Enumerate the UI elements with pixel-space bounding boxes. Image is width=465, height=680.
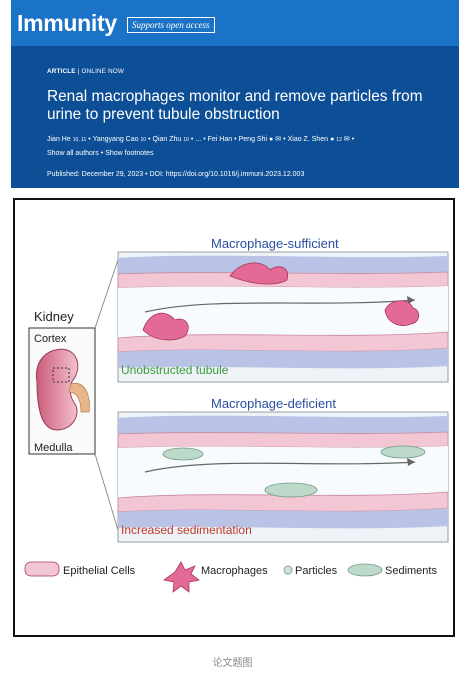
figure-legend: Epithelial Cells Macrophages Particles S… — [24, 561, 437, 593]
sediment — [380, 445, 426, 459]
author-name[interactable]: Jian He — [47, 136, 71, 143]
zoom-line — [94, 259, 119, 329]
figure-caption: 论文题图 — [212, 658, 253, 669]
person-icon[interactable]: ● — [330, 136, 335, 143]
arrow-head — [407, 458, 415, 466]
legend-macrophages: Macrophages — [201, 565, 268, 577]
arrow-head — [407, 296, 415, 304]
basement-membrane — [118, 255, 448, 274]
open-access-badge[interactable]: Supports open access — [127, 17, 215, 33]
sediment — [264, 482, 318, 498]
sediment — [162, 447, 204, 461]
graphical-abstract: Kidney Cortex Medulla Macrophage-suffici… — [13, 198, 455, 637]
published-date: Published: December 29, 2023 — [47, 171, 144, 178]
publication-info: Published: December 29, 2023 • DOI: http… — [47, 171, 305, 178]
article-title: Renal macrophages monitor and remove par… — [47, 88, 423, 123]
bottom-panel-title: Macrophage-deficient — [211, 396, 336, 411]
legend-particles: Particles — [295, 565, 338, 577]
author-name[interactable]: Yangyang Cao — [92, 136, 139, 143]
show-all-authors-link[interactable]: Show all authors — [47, 150, 99, 157]
epithelial-layer — [117, 431, 449, 449]
epithelial-legend-swatch — [24, 561, 60, 577]
tubule-lumen — [118, 446, 448, 498]
top-panel-title: Macrophage-sufficient — [211, 236, 339, 251]
author-name[interactable]: Peng Shi — [238, 136, 268, 143]
kidney-inset: Kidney Cortex Medulla — [28, 259, 119, 531]
zoom-box — [52, 367, 70, 383]
author-name[interactable]: Xiao Z. Shen — [287, 136, 329, 143]
doi-link[interactable]: DOI: https://doi.org/10.1016/j.immuni.20… — [149, 171, 305, 178]
article-status: ONLINE NOW — [81, 68, 125, 75]
top-panel: Macrophage-sufficient Unobstructed tubul… — [117, 236, 449, 383]
article-header: Immunity Supports open access ARTICLE|ON… — [11, 0, 459, 188]
article-type-label: ARTICLE — [47, 68, 76, 75]
kidney-shape — [35, 348, 79, 431]
author-name[interactable]: Qian Zhu — [152, 136, 182, 143]
tubule-lumen — [118, 286, 448, 338]
journal-logo[interactable]: Immunity — [17, 10, 117, 36]
macrophage-cell — [384, 300, 420, 326]
basement-membrane — [118, 348, 448, 369]
basement-membrane — [118, 508, 448, 529]
email-icon[interactable]: ✉ — [343, 136, 350, 143]
macrophage-cell — [229, 262, 289, 285]
legend-epithelial: Epithelial Cells — [63, 565, 136, 577]
urine-flow-arrow — [144, 299, 416, 313]
basement-membrane — [118, 415, 448, 434]
urine-flow-arrow — [144, 461, 416, 473]
kidney-label: Kidney — [34, 309, 74, 324]
particle-legend-swatch — [283, 565, 293, 575]
zoom-line — [94, 453, 119, 531]
article-type: ARTICLE|ONLINE NOW — [47, 68, 125, 75]
article-info: ARTICLE|ONLINE NOW Renal macrophages mon… — [11, 46, 459, 188]
macrophage-legend-swatch — [163, 561, 200, 593]
ureter-shape — [68, 383, 90, 413]
legend-sediments: Sediments — [385, 565, 437, 577]
journal-bar: Immunity Supports open access — [11, 0, 459, 46]
show-footnotes-link[interactable]: Show footnotes — [105, 150, 154, 157]
person-icon[interactable]: ● — [269, 136, 274, 143]
bottom-panel: Macrophage-deficient Increased sedimenta… — [117, 396, 449, 543]
author-name[interactable]: Fei Han — [207, 136, 233, 143]
bottom-panel-caption: Increased sedimentation — [121, 523, 252, 537]
graphical-abstract-svg: Kidney Cortex Medulla Macrophage-suffici… — [24, 236, 449, 593]
medulla-label: Medulla — [34, 442, 73, 454]
macrophage-cell — [142, 312, 189, 341]
cortex-label: Cortex — [34, 333, 67, 345]
top-panel-caption: Unobstructed tubule — [121, 363, 229, 377]
email-icon[interactable]: ✉ — [275, 136, 282, 143]
more-authors[interactable]: ... — [195, 136, 202, 143]
sediment-legend-swatch — [347, 563, 383, 577]
